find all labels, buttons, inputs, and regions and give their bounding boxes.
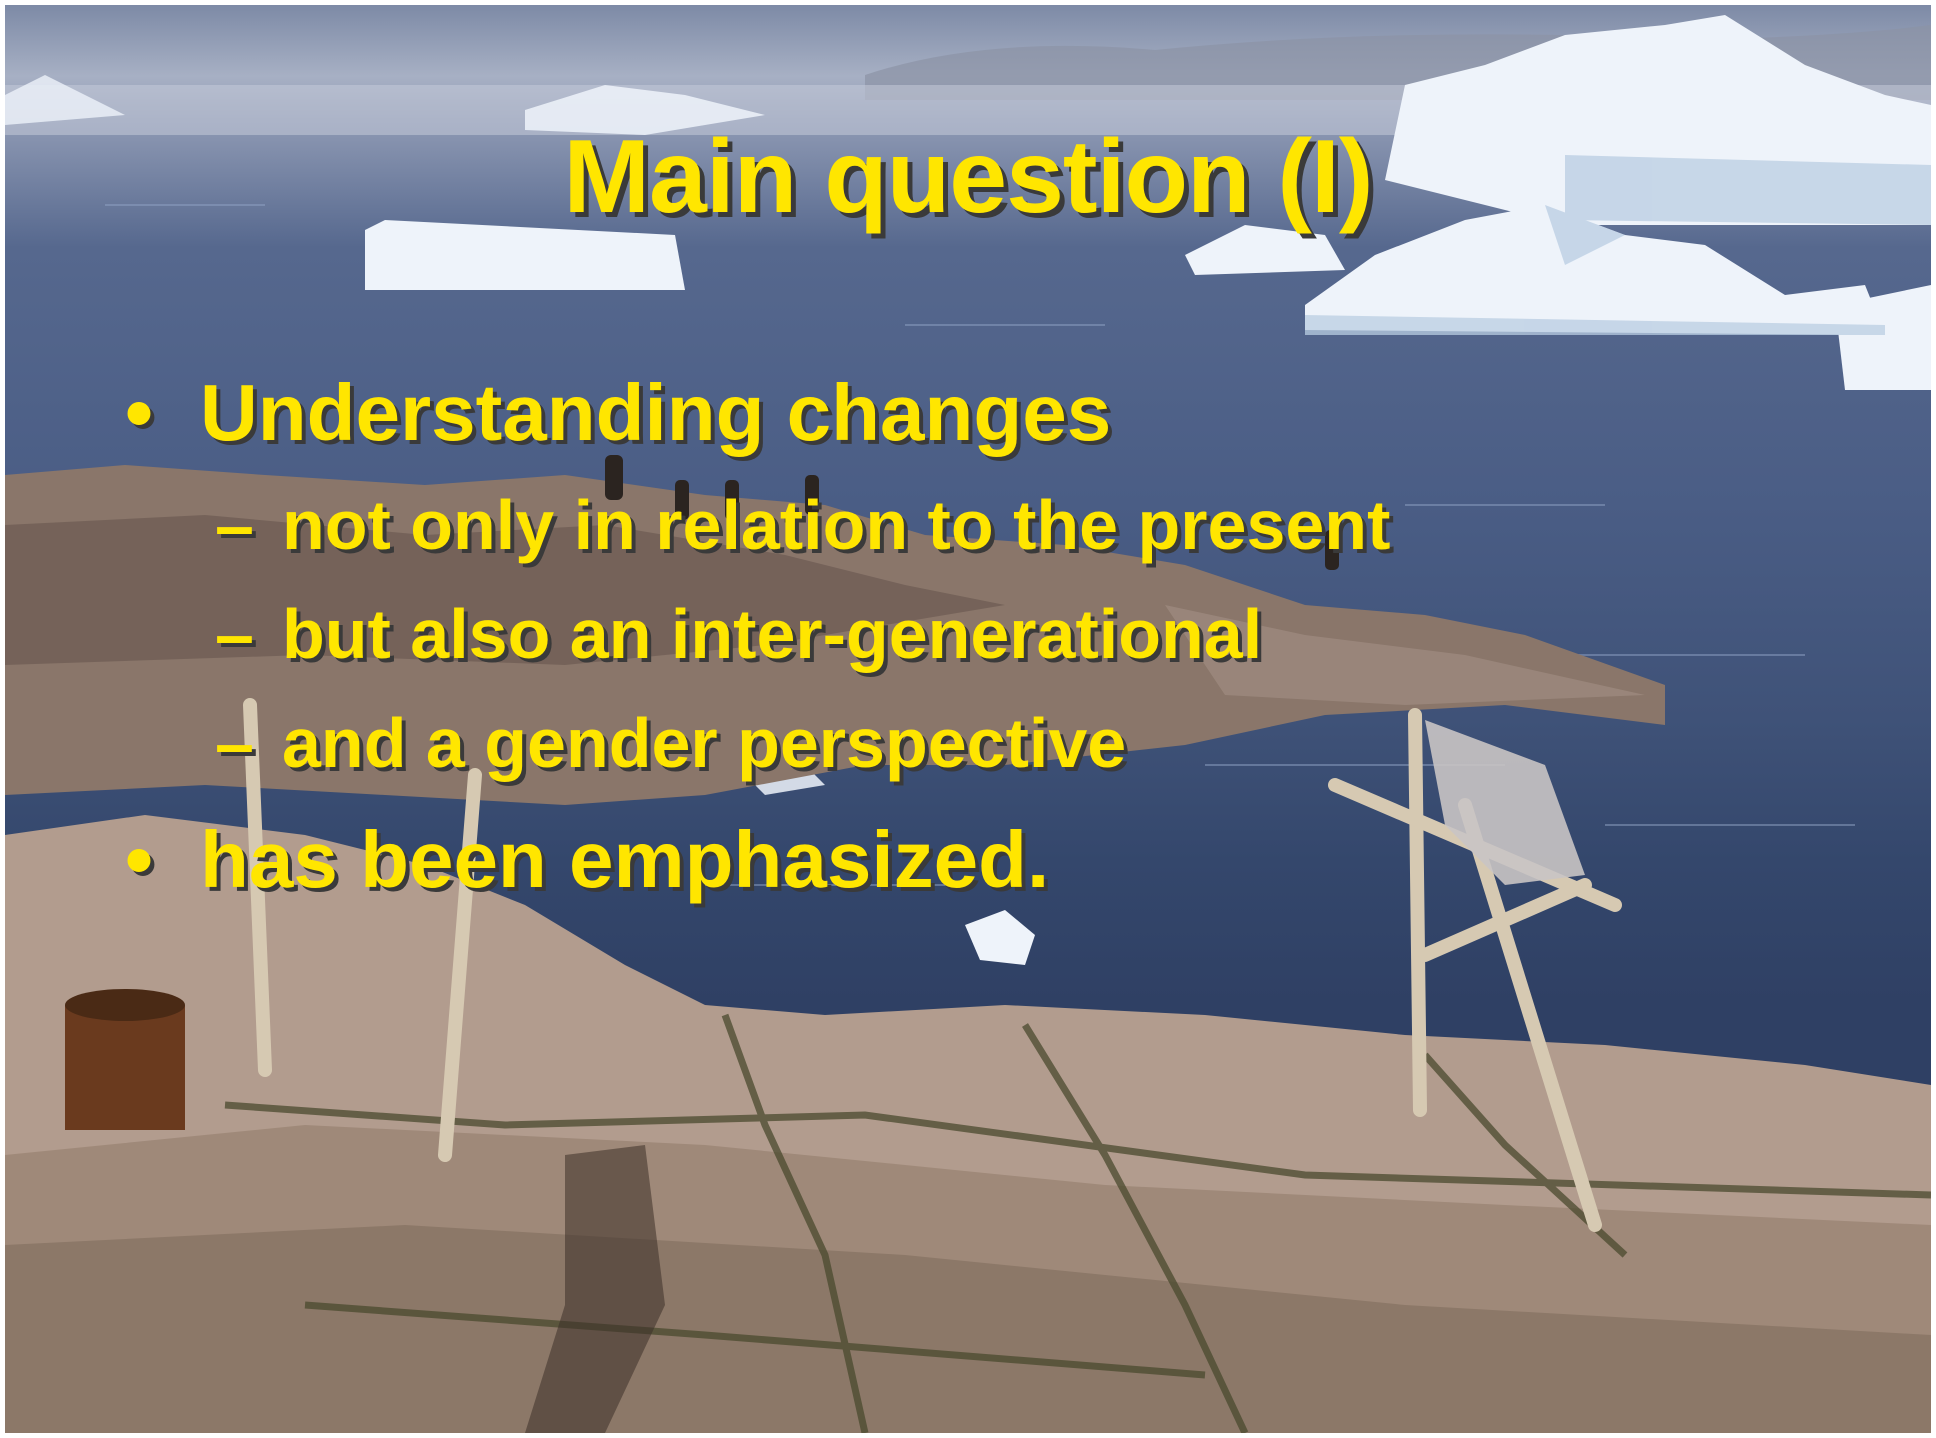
rusty-barrel	[65, 989, 185, 1130]
bullet-text: not only in relation to the present	[282, 486, 1391, 564]
dash-marker: –	[215, 704, 254, 782]
iceberg	[1835, 285, 1931, 390]
bullet-text: and a gender perspective	[282, 704, 1127, 782]
sub-bullet-gender: –and a gender perspective	[215, 708, 1126, 778]
iceberg	[5, 75, 125, 125]
bullet-text: but also an inter-generational	[282, 595, 1263, 673]
hanging-skin	[1425, 720, 1585, 885]
iceberg	[525, 85, 765, 135]
iceberg	[365, 220, 685, 290]
bullet-emphasized: •has been emphasized.	[125, 820, 1049, 900]
dash-marker: –	[215, 486, 254, 564]
bullet-marker: •	[125, 368, 154, 457]
sub-bullet-inter-generational: –but also an inter-generational	[215, 599, 1262, 669]
iceberg	[965, 910, 1035, 965]
people-silhouettes	[605, 455, 1339, 570]
iceberg	[1305, 205, 1885, 335]
rock-cracks	[224, 1013, 1931, 1433]
sub-bullet-present: –not only in relation to the present	[215, 490, 1390, 560]
shadow	[525, 1145, 665, 1433]
bullet-marker: •	[125, 815, 154, 904]
iceberg	[1185, 225, 1345, 275]
dash-marker: –	[215, 595, 254, 673]
slide-title: Main question (I)	[563, 119, 1373, 235]
slide: Main question (I) •Understanding changes…	[5, 5, 1931, 1433]
background-photo	[5, 15, 1931, 1433]
bullet-text: has been emphasized.	[200, 815, 1050, 904]
bullet-text: Understanding changes	[200, 368, 1112, 457]
bullet-understanding-changes: •Understanding changes	[125, 373, 1111, 453]
